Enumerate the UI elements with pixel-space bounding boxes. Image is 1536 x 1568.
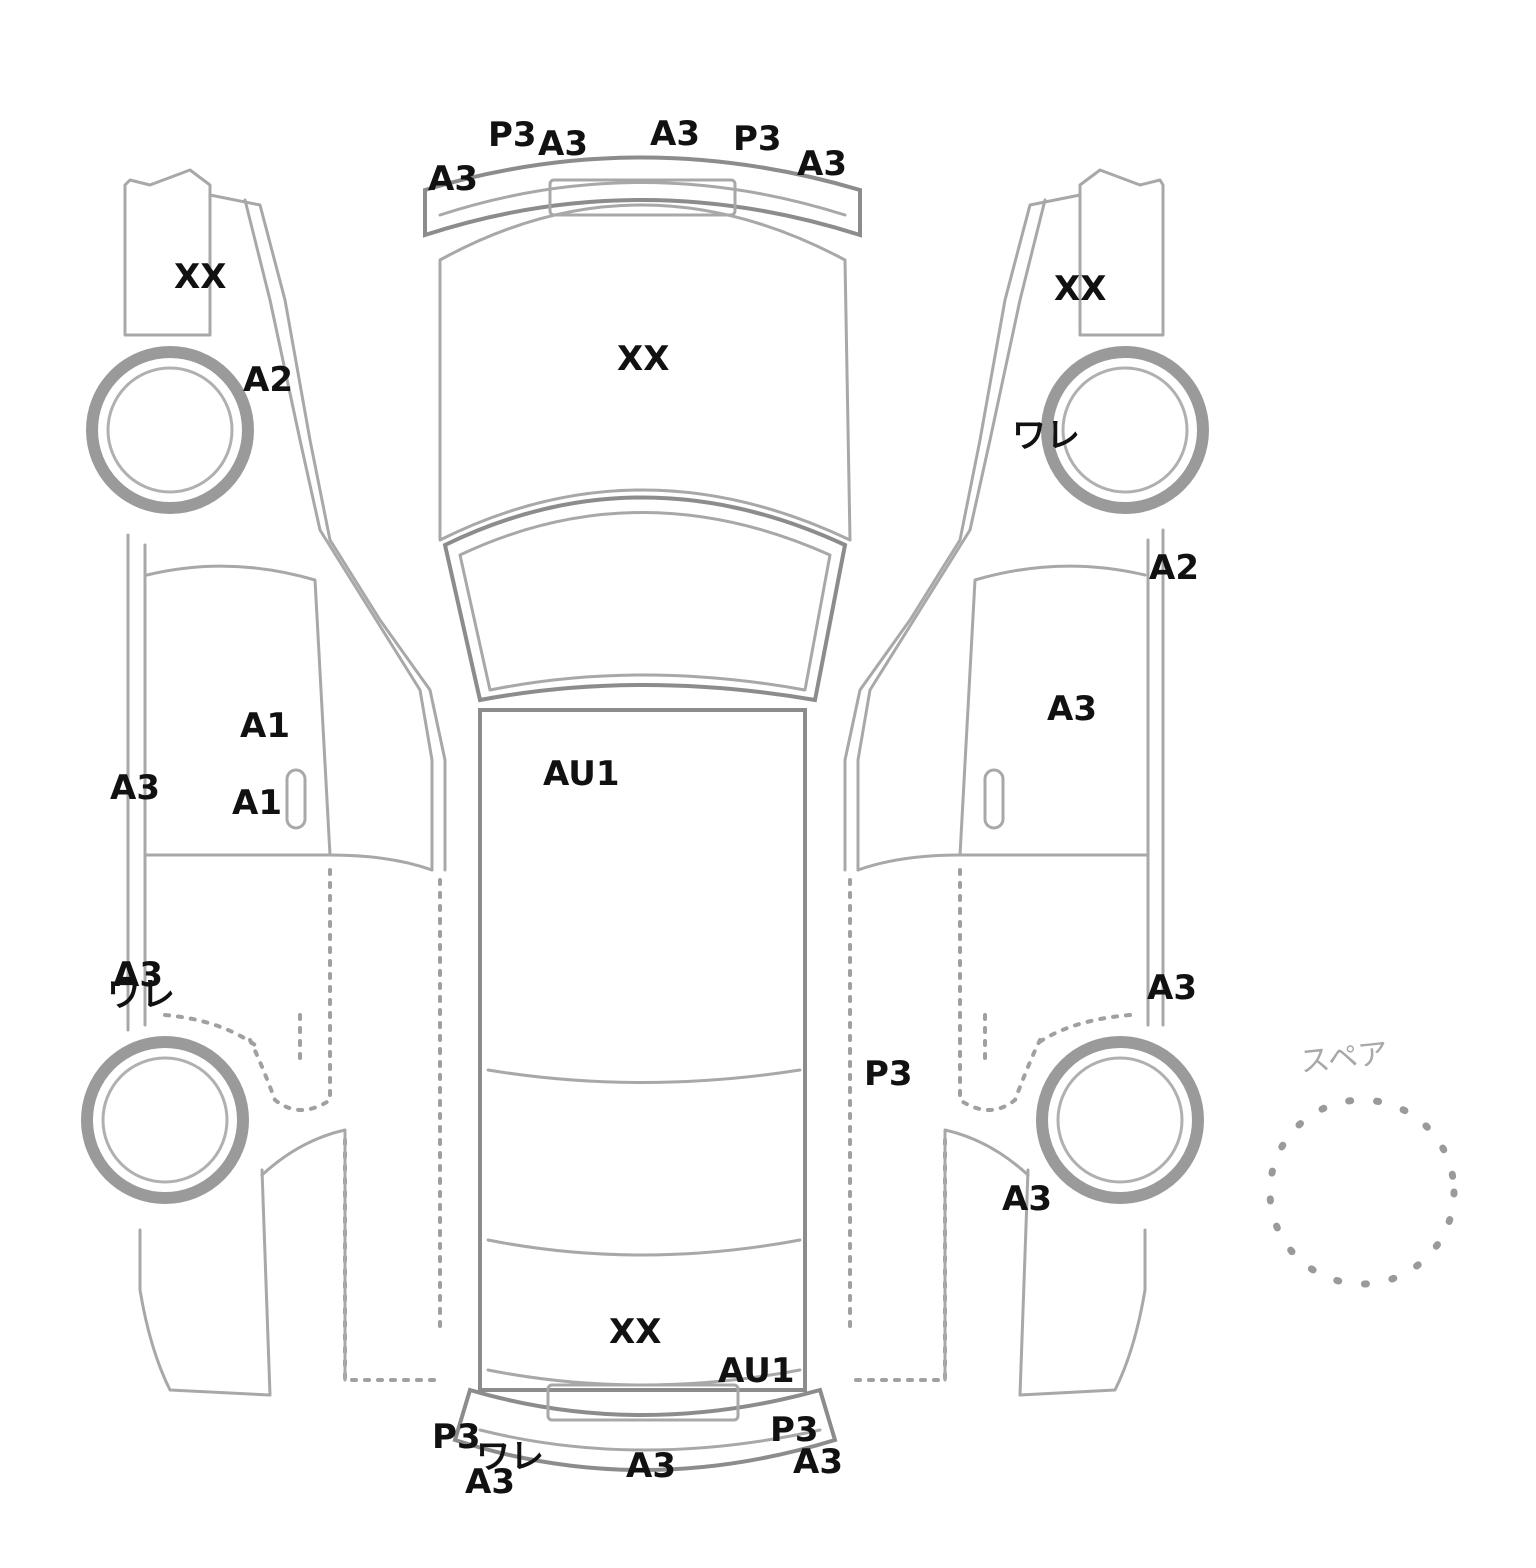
mark-trunk-au1: AU1 <box>718 1351 795 1391</box>
mark-front-a3-center: A3 <box>650 114 700 154</box>
mark-left-rear-crack: ワレ <box>107 975 175 1015</box>
mark-left-fender-xx: XX <box>174 257 226 297</box>
mark-right-fender-xx: XX <box>1054 269 1106 309</box>
marks-front: P3 A3 A3 P3 A3 A3 <box>428 114 847 199</box>
mark-front-p3-left: P3 <box>488 115 537 155</box>
spare-tire-circle <box>1266 1096 1458 1288</box>
mark-left-door-a1-lower: A1 <box>232 783 282 823</box>
left-side-view <box>81 168 447 1397</box>
mark-left-rear-a3: A3 <box>113 955 163 995</box>
mark-front-p3-right: P3 <box>733 119 782 159</box>
top-view <box>423 155 862 1472</box>
marks-left-side: XX A2 A1 A1 A3 A3 ワレ <box>107 257 293 1015</box>
mark-rear-a3-right: A3 <box>793 1442 843 1482</box>
mark-right-pillar-a2: A2 <box>1149 548 1199 588</box>
mark-rear-p3-right: P3 <box>770 1410 819 1450</box>
mark-front-a3-left-outer: A3 <box>428 159 478 199</box>
mark-front-a3-left-inner: A3 <box>538 124 588 164</box>
mark-right-rear-a3: A3 <box>1002 1179 1052 1219</box>
mark-roof-au1: AU1 <box>543 754 620 794</box>
mark-hood-xx: XX <box>617 339 669 379</box>
marks-right-side: XX ワレ A2 A3 A3 P3 A3 <box>864 269 1199 1219</box>
right-side-view <box>843 168 1209 1397</box>
spare-label: スペア <box>1298 1036 1389 1080</box>
mark-trunk-xx: XX <box>609 1312 661 1352</box>
mark-right-door-a3: A3 <box>1047 689 1097 729</box>
mark-right-wheel-crack: ワレ <box>1012 416 1080 456</box>
mark-rear-p3-left: P3 <box>432 1417 481 1457</box>
mark-left-door-a1-upper: A1 <box>240 706 290 746</box>
mark-front-a3-right: A3 <box>797 144 847 184</box>
mark-rear-a3-center: A3 <box>626 1446 676 1486</box>
mark-rear-a3-left: A3 <box>465 1462 515 1502</box>
mark-right-sill-a3: A3 <box>1147 968 1197 1008</box>
spare-tire: スペア <box>1266 1036 1458 1288</box>
mark-right-quarter-p3: P3 <box>864 1054 913 1094</box>
marks-rear: P3 ワレ A3 A3 P3 A3 <box>432 1410 843 1502</box>
mark-rear-crack: ワレ <box>476 1437 544 1477</box>
mark-left-sill-a3: A3 <box>110 768 160 808</box>
mark-left-fender-a2: A2 <box>243 360 293 400</box>
marks-roof: XX AU1 XX AU1 <box>543 339 795 1391</box>
